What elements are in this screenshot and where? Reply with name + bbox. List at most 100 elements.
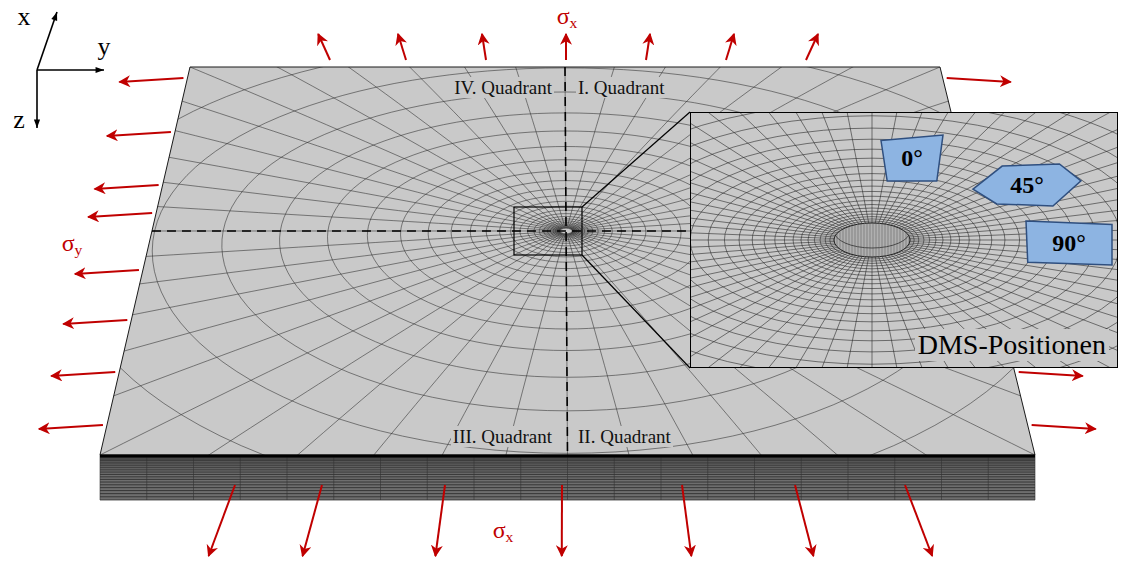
element-edge	[801, 455, 802, 500]
mesh-ray	[891, 255, 1118, 368]
mesh-ray	[894, 254, 1118, 368]
mesh-ray	[782, 112, 866, 223]
load-arrow	[95, 185, 159, 189]
mesh-ray	[737, 257, 862, 368]
symbol-subscript: x	[570, 14, 578, 31]
layer-line	[100, 455, 1035, 456]
mesh-ray	[690, 255, 856, 368]
element-edge	[333, 455, 334, 500]
element-edge	[614, 455, 615, 500]
quadrant-label: II. Quadrant	[576, 426, 673, 447]
mesh-ray	[690, 241, 834, 260]
mesh-ray	[879, 112, 963, 223]
label-holder: σy	[62, 230, 83, 256]
wall-element	[855, 220, 856, 260]
label-holder: σx	[557, 3, 578, 29]
element-edge	[193, 455, 194, 500]
wall-element	[867, 220, 868, 260]
wall-element	[876, 220, 877, 260]
zoom-frame	[514, 207, 582, 255]
mesh-ray	[690, 141, 838, 233]
load-arrow	[398, 34, 406, 60]
wall-element	[894, 220, 895, 260]
wall-element	[882, 220, 883, 260]
mesh-ray	[827, 257, 869, 368]
symmetry-line	[565, 67, 568, 455]
mesh-ray	[690, 179, 835, 235]
mesh-ray	[901, 251, 1118, 368]
mesh-ray	[568, 7, 705, 228]
load-arrow	[947, 78, 1011, 82]
mesh-ray	[690, 249, 839, 357]
gauge-shape	[881, 135, 943, 181]
mesh-ray	[567, 2, 635, 228]
wall-element	[873, 220, 874, 260]
axis-label: y	[98, 32, 111, 61]
element-edge	[894, 455, 895, 500]
wall-element	[906, 220, 907, 260]
label-holder: IV. Quadrant	[452, 78, 554, 99]
load-arrow	[39, 425, 103, 429]
mesh-ray	[228, 41, 562, 229]
axis-line	[36, 70, 38, 128]
layer-line	[100, 455, 1035, 456]
element-edge	[287, 455, 288, 500]
mesh-ray	[827, 112, 869, 223]
element-edge	[567, 455, 568, 500]
mesh-ray	[67, 104, 561, 230]
label-holder: I. Quadrant	[576, 78, 667, 99]
wall-element	[837, 220, 838, 260]
mesh-ray	[690, 240, 834, 241]
element-edge	[1035, 455, 1036, 500]
mesh-ray	[690, 199, 835, 237]
mesh-ray	[872, 112, 873, 223]
mesh-ray	[690, 246, 836, 320]
hole-wall	[834, 214, 910, 260]
zoom-leader	[582, 112, 690, 207]
mesh-ray	[0, 232, 560, 309]
load-arrow	[482, 34, 486, 60]
label-holder: z	[13, 106, 25, 135]
strain-gauge: 45°	[973, 164, 1081, 206]
load-arrow	[1019, 372, 1083, 376]
mesh-ray	[896, 253, 1118, 368]
axis-label: x	[18, 2, 31, 31]
axis-head	[51, 12, 57, 21]
zoom-leader	[582, 255, 690, 368]
mesh-ray	[0, 232, 561, 391]
wall-element	[888, 220, 889, 260]
mesh-ray	[899, 252, 1118, 368]
load-arrow	[905, 485, 932, 556]
wall-element	[870, 220, 871, 260]
mesh-ray	[690, 112, 856, 225]
symbol-subscript: x	[506, 528, 514, 545]
mesh-ray	[690, 251, 843, 368]
mesh-ray	[690, 112, 848, 227]
load-arrow	[51, 372, 115, 376]
element-edge	[661, 455, 662, 500]
mesh-ray	[690, 220, 834, 239]
wall-element	[900, 220, 901, 260]
load-arrow	[107, 132, 171, 136]
strain-gauge: 90°	[1026, 221, 1112, 265]
inset-mesh	[690, 112, 1118, 368]
plate-side-face	[100, 455, 1035, 500]
inset-title: DMS-Positionen	[915, 329, 1109, 361]
stress-label: σy	[62, 230, 83, 256]
mesh-ray	[285, 234, 564, 565]
label-holder: σx	[493, 517, 514, 543]
mesh-ray	[690, 252, 845, 368]
load-arrow	[435, 485, 445, 556]
wall-element	[879, 220, 880, 260]
gauge-angle: 0°	[901, 145, 923, 172]
element-edge	[146, 455, 147, 500]
axis-line	[37, 69, 104, 71]
gauge-angle: 45°	[1010, 172, 1044, 199]
stress-label: σx	[493, 517, 514, 543]
element-edge	[427, 455, 428, 500]
gauge-shape	[973, 164, 1081, 206]
axis-head	[34, 120, 40, 128]
wall-element	[846, 220, 847, 260]
